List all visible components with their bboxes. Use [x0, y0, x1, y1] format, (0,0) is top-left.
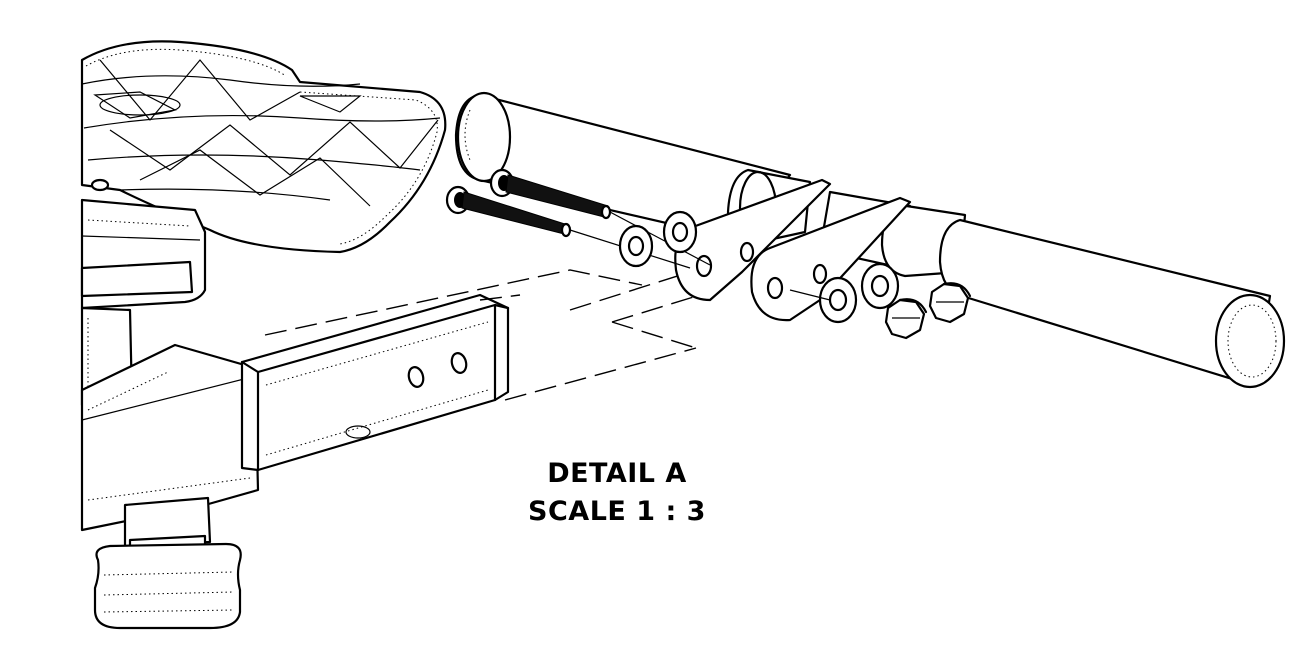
receiver-tube [240, 293, 510, 472]
frame-body [80, 343, 260, 532]
clamp-brackets [674, 178, 912, 322]
washers [618, 210, 900, 324]
acorn-nuts [884, 282, 972, 340]
detail-title: DETAIL A [547, 458, 687, 489]
lattice-seat [80, 40, 447, 254]
assembly-guide-lines [264, 269, 701, 401]
adjustment-knob [93, 496, 242, 630]
detail-caption: DETAIL A SCALE 1 : 3 [487, 455, 747, 531]
detail-scale: SCALE 1 : 3 [528, 496, 706, 527]
